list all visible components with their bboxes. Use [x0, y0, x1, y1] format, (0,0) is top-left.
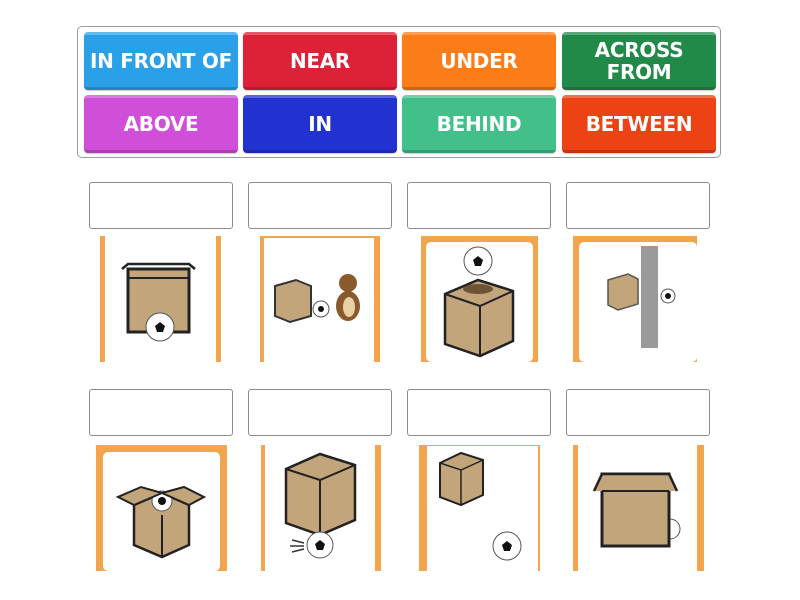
answer-slot-1[interactable]	[89, 182, 233, 229]
word-bank: IN FRONT OF NEAR UNDER ACROSS FROM ABOVE…	[77, 26, 721, 158]
word-button-in[interactable]: IN	[243, 95, 397, 153]
answer-slot-3[interactable]	[407, 182, 551, 229]
answer-slot-5[interactable]	[89, 389, 233, 436]
word-button-near[interactable]: NEAR	[243, 32, 397, 90]
answer-slot-4[interactable]	[566, 182, 710, 229]
word-button-between[interactable]: BETWEEN	[562, 95, 716, 153]
picture-ball-under-box	[260, 445, 384, 571]
picture-ball-between-box-and-bear	[259, 236, 383, 362]
answer-slot-8[interactable]	[566, 389, 710, 436]
word-button-behind[interactable]: BEHIND	[402, 95, 556, 153]
word-button-above[interactable]: ABOVE	[84, 95, 238, 153]
picture-box-across-from-ball	[573, 236, 697, 362]
picture-ball-behind-box	[572, 445, 704, 571]
answer-slot-2[interactable]	[248, 182, 392, 229]
picture-ball-above-box	[420, 236, 544, 362]
word-button-across-from[interactable]: ACROSS FROM	[562, 32, 716, 90]
answer-slot-7[interactable]	[407, 389, 551, 436]
picture-ball-in-box	[96, 445, 227, 571]
picture-ball-near-box	[419, 445, 543, 571]
answer-slot-6[interactable]	[248, 389, 392, 436]
word-button-under[interactable]: UNDER	[402, 32, 556, 90]
word-button-in-front-of[interactable]: IN FRONT OF	[84, 32, 238, 90]
picture-ball-in-front-of-box	[99, 236, 223, 362]
